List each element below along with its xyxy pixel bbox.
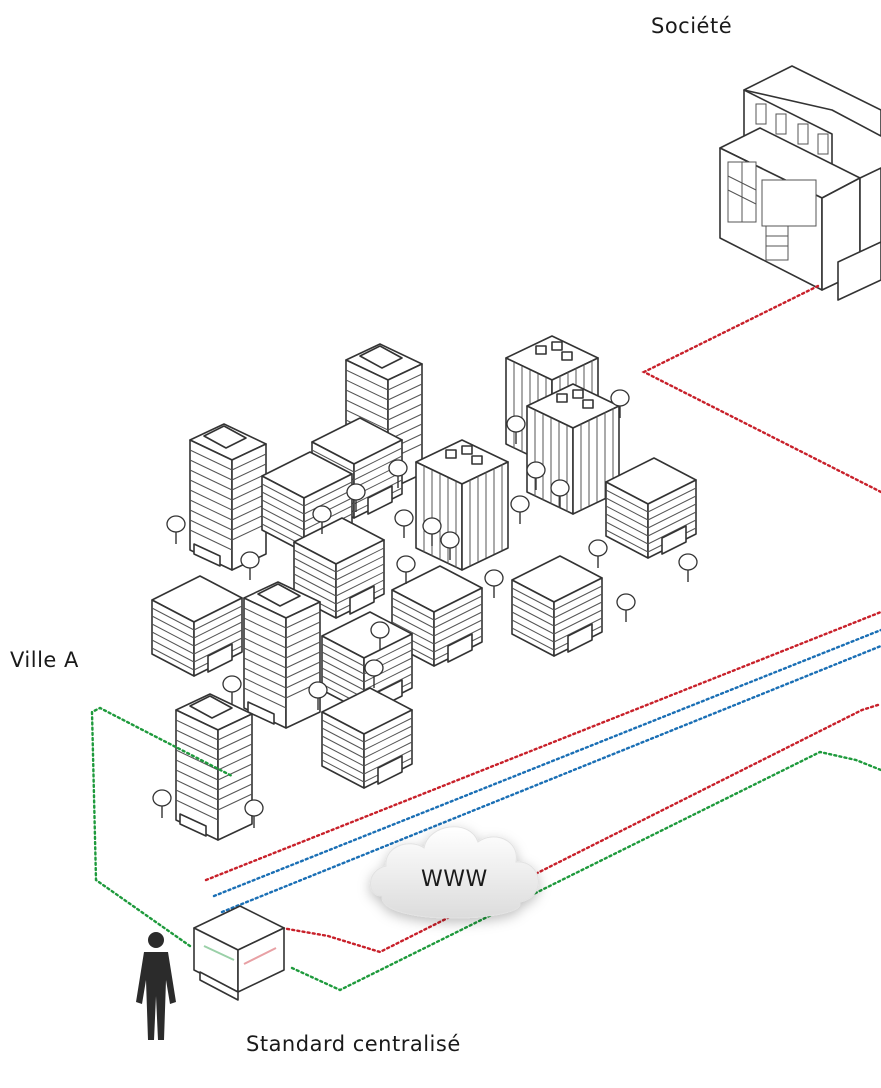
- pbx-label: Standard centralisé: [246, 1032, 461, 1056]
- company-building-icon: [719, 65, 881, 301]
- city-buildings: [151, 335, 697, 841]
- network-links: [90, 284, 881, 992]
- pbx-device-icon: [193, 905, 285, 1001]
- internet-label: WWW: [421, 867, 488, 892]
- city-label: Ville A: [10, 648, 79, 672]
- company-label: Société: [651, 14, 733, 38]
- cloud-icon: [370, 826, 539, 919]
- person-icon: [136, 932, 176, 1040]
